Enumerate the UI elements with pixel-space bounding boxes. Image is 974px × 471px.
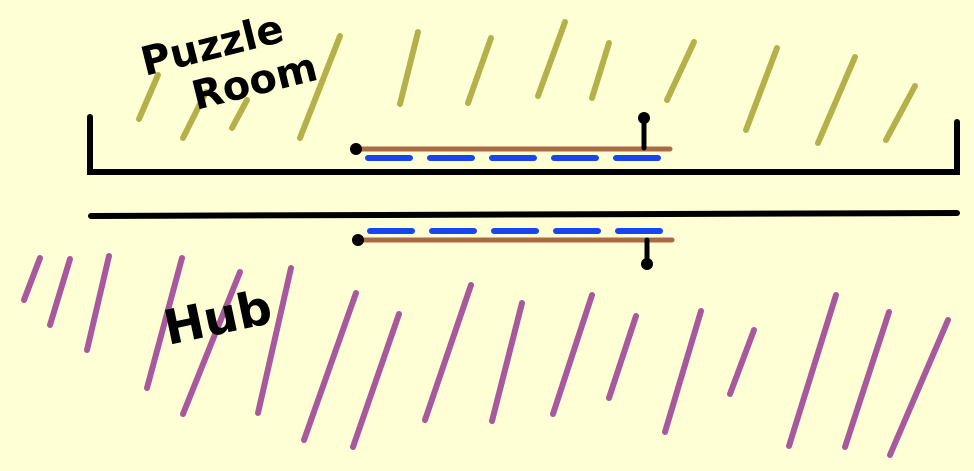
hub-hatch-stroke	[422, 282, 474, 423]
hub-hatch-stroke	[144, 255, 185, 391]
hub-hatch-stroke	[47, 256, 73, 328]
hub-hatch-stroke	[489, 300, 525, 424]
puzzle-room-hatch-stroke	[136, 72, 161, 122]
hub-hatching	[21, 253, 951, 458]
hub-hatch-stroke	[727, 327, 757, 397]
lower-sliding-door	[352, 228, 675, 270]
hinge-icon	[350, 143, 362, 155]
puzzle-room-hatch-stroke	[743, 45, 780, 133]
puzzle-room-hatch-stroke	[297, 33, 343, 141]
puzzle-room-hatch-stroke	[465, 35, 494, 106]
puzzle-room-hatch-stroke	[883, 83, 918, 143]
hub-hatch-stroke	[180, 269, 243, 417]
hub-hatch-stroke	[887, 317, 951, 458]
puzzle-room-hatch-stroke	[229, 97, 250, 131]
hub-hatch-stroke	[842, 309, 892, 450]
puzzle-room-hatch-stroke	[180, 89, 209, 141]
puzzle-room-wall	[87, 114, 960, 175]
puzzle-room-hatch-stroke	[535, 19, 568, 99]
upper-sliding-door	[350, 112, 673, 161]
hub-hatch-stroke	[606, 313, 639, 401]
puzzle-room-hatching	[136, 19, 918, 146]
hub-hatch-stroke	[350, 311, 402, 450]
puzzle-room-hatch-stroke	[397, 29, 421, 107]
handle-knob-icon	[641, 258, 653, 270]
puzzle-room-hatch-stroke	[589, 40, 612, 101]
hub-hatch-stroke	[786, 292, 839, 449]
puzzle-room-hatch-stroke	[664, 39, 697, 103]
hub-hatch-stroke	[255, 265, 294, 416]
walls	[87, 114, 960, 219]
hub-hatch-stroke	[662, 308, 704, 435]
handle-knob-icon	[638, 112, 650, 124]
puzzle-room-hatch-stroke	[815, 54, 858, 146]
hub-wall	[88, 210, 960, 219]
hub-hatch-stroke	[550, 292, 595, 417]
hub-hatch-stroke	[301, 290, 359, 443]
hinge-icon	[352, 234, 364, 246]
hub-hatch-stroke	[84, 253, 112, 353]
hub-hatch-stroke	[21, 255, 43, 303]
